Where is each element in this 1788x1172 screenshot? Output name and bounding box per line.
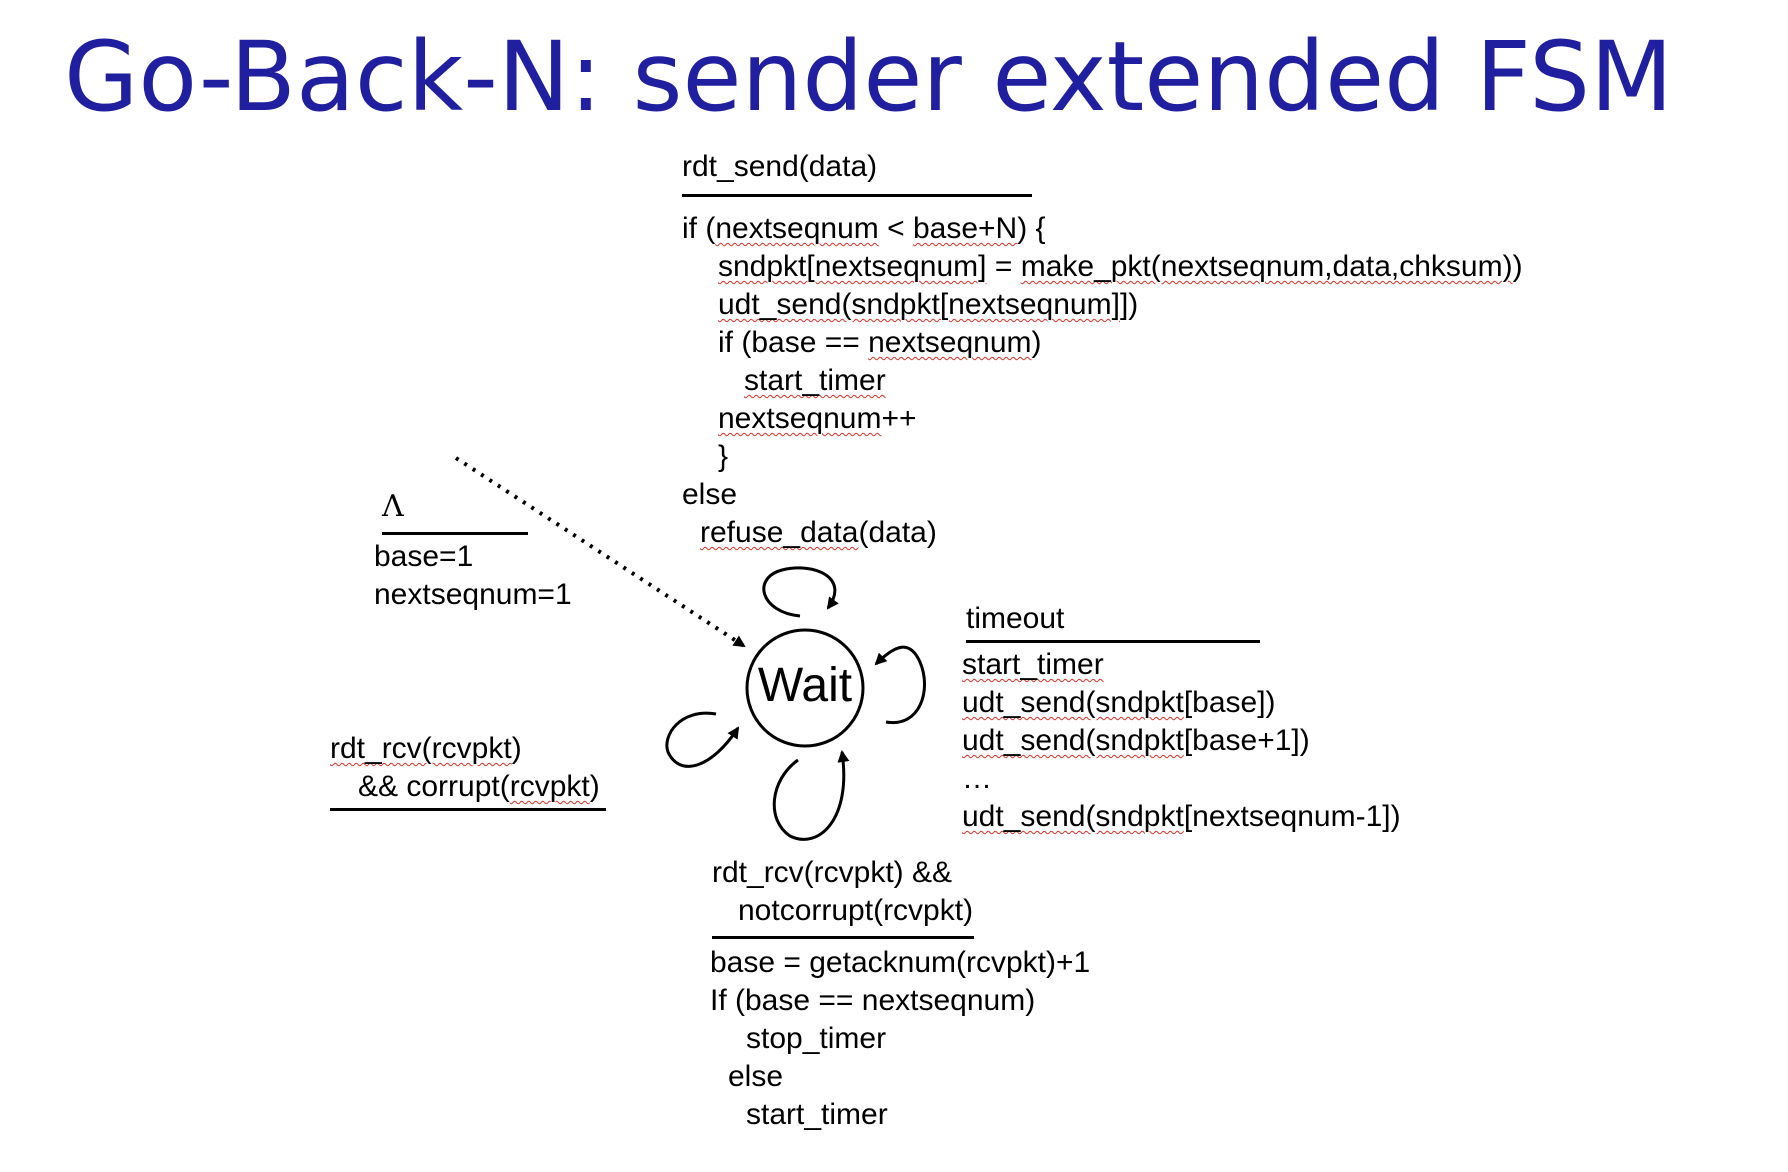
corrupt-event: rdt_rcv(rcvpkt) && corrupt(rcvpkt) — [330, 730, 600, 806]
timeout-action: udt_send(sndpkt[nextseqnum-1]) — [962, 800, 1401, 833]
ack-actions: base = getacknum(rcvpkt)+1 If (base == n… — [710, 944, 1090, 1134]
timeout-actions: start_timer udt_send(sndpkt[base]) udt_s… — [962, 646, 1401, 836]
timeout-action: udt_send(sndpkt[base+1]) — [962, 724, 1310, 757]
send-action: if (nextseqnum < base+N) { — [682, 212, 1046, 245]
ack-action: If (base == nextseqnum) — [710, 984, 1036, 1017]
ack-action: start_timer — [746, 1098, 888, 1131]
send-action: start_timer — [744, 364, 886, 397]
timeout-action: … — [962, 762, 992, 795]
init-action: base=1 — [374, 540, 474, 573]
timeout-action: udt_send(sndpkt[base]) — [962, 686, 1276, 719]
send-rule — [682, 194, 1032, 197]
ack-event-line: notcorrupt(rcvpkt) — [738, 894, 974, 927]
ack-event-line: rdt_rcv(rcvpkt) && — [712, 856, 953, 889]
wait-state-label: Wait — [757, 659, 853, 712]
init-action: nextseqnum=1 — [374, 578, 572, 611]
ack-action: else — [728, 1060, 784, 1093]
wait-state-circle — [745, 628, 865, 748]
send-event: rdt_send(data) — [682, 148, 877, 186]
timeout-action: start_timer — [962, 648, 1104, 681]
send-action: } — [718, 440, 729, 473]
timeout-rule — [966, 640, 1260, 643]
ack-rule — [712, 936, 974, 939]
send-actions: if (nextseqnum < base+N) { sndpkt[nextse… — [682, 210, 1523, 552]
self-loop-right — [874, 645, 927, 725]
self-loop-bottom — [772, 750, 850, 841]
send-action: refuse_data(data) — [700, 516, 937, 549]
init-event-lambda: Λ — [382, 489, 404, 524]
timeout-event-label: timeout — [966, 602, 1065, 635]
send-action: nextseqnum++ — [718, 402, 917, 435]
init-rule — [382, 532, 528, 535]
send-event-label: rdt_send(data) — [682, 150, 878, 183]
ack-event: rdt_rcv(rcvpkt) && notcorrupt(rcvpkt) — [712, 854, 973, 930]
self-loop-top — [762, 566, 839, 618]
ack-action: base = getacknum(rcvpkt)+1 — [710, 946, 1091, 979]
send-action: else — [682, 478, 738, 511]
initial-transition-arrow — [454, 456, 746, 648]
corrupt-event-line: rdt_rcv(rcvpkt) — [330, 732, 522, 765]
timeout-event: timeout — [966, 600, 1064, 638]
corrupt-rule — [330, 808, 606, 811]
send-action: if (base == nextseqnum) — [718, 326, 1042, 359]
send-action: sndpkt[nextseqnum] = make_pkt(nextseqnum… — [718, 250, 1523, 283]
slide-title: Go-Back-N: sender extended FSM — [64, 21, 1673, 133]
corrupt-event-line: && corrupt(rcvpkt) — [358, 770, 600, 803]
send-action: udt_send(sndpkt[nextseqnum]]) — [718, 288, 1139, 321]
self-loop-left — [665, 711, 740, 768]
ack-action: stop_timer — [746, 1022, 887, 1055]
init-actions: base=1 nextseqnum=1 — [374, 538, 572, 614]
